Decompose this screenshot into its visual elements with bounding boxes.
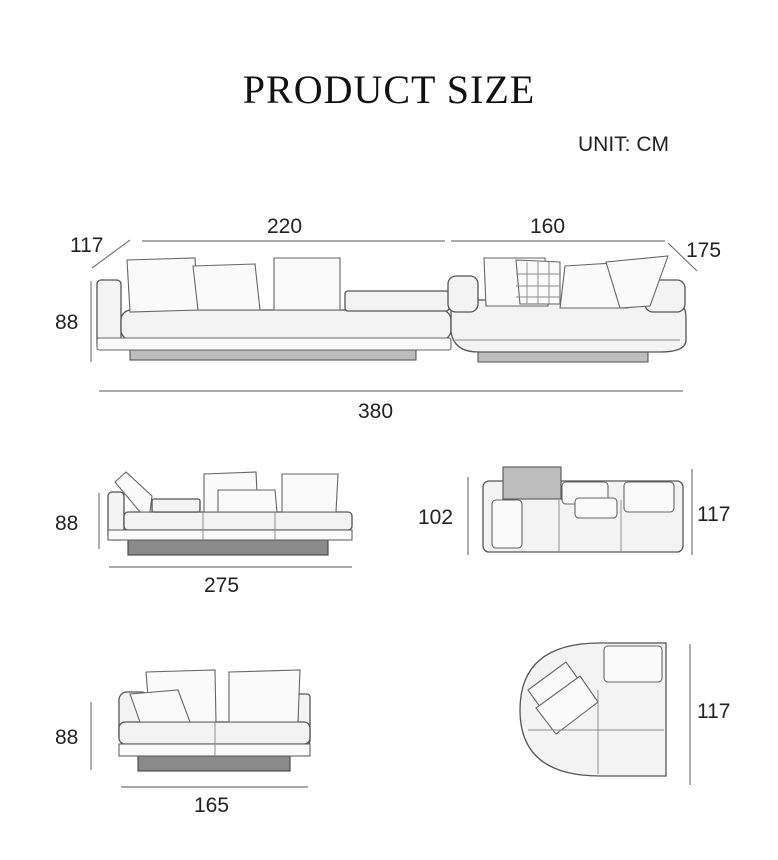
module-b-width-label: 165	[194, 794, 229, 817]
module-a-plan-depth-right-label: 117	[697, 503, 730, 526]
module-b-back-pillow	[228, 669, 301, 723]
chaise-left-arm	[447, 275, 479, 313]
module-b-plan-pillow	[603, 645, 663, 683]
module-a-recliner-back	[114, 471, 153, 513]
back-pillow	[126, 257, 199, 313]
depth-left-dimension-line	[91, 239, 131, 269]
module-a-throw-pillow	[217, 489, 278, 513]
throw-pillow	[192, 263, 261, 311]
side-tray	[344, 290, 450, 312]
module-a-base	[127, 539, 329, 556]
module-a-plan: 102 117	[418, 466, 730, 555]
module-b-throw-pillow	[129, 689, 191, 723]
module-a-plan-pillow	[623, 481, 675, 513]
module-a-elevation: 88 275	[55, 471, 353, 597]
module-a-height-label: 88	[55, 512, 78, 535]
module-b-base	[137, 755, 291, 772]
module-b-plan-depth-label: 117	[697, 700, 730, 723]
module-a-seat	[123, 511, 353, 531]
back-pillow	[273, 257, 341, 311]
unit-label: UNIT: CM	[578, 133, 669, 156]
module-a-plan-recliner	[491, 499, 523, 549]
depth-right-label: 175	[686, 239, 721, 262]
height-label: 88	[55, 311, 78, 334]
chaise-base	[477, 351, 649, 363]
module-b-elevation: 88 165	[55, 669, 311, 817]
module-a-plan-pillow	[574, 497, 618, 519]
module-a-plan-tray	[502, 466, 562, 500]
left-section-base	[129, 349, 417, 361]
module-b-plan: 117	[519, 642, 730, 785]
plaid-pattern	[516, 262, 560, 304]
module-b-frame	[118, 743, 311, 757]
width-right-label: 160	[530, 215, 565, 238]
page-title: PRODUCT SIZE	[242, 67, 536, 112]
module-a-frame	[107, 529, 353, 541]
front-view-sofa: 117 220 160 175 88 380	[55, 215, 721, 423]
module-b-seat	[118, 721, 311, 745]
left-frame	[96, 337, 452, 351]
width-left-label: 220	[267, 215, 302, 238]
module-a-tray	[151, 498, 201, 513]
total-width-label: 380	[358, 400, 393, 423]
back-pillow	[605, 255, 669, 309]
left-seat-cushion	[120, 309, 452, 341]
module-a-plan-depth-left-label: 102	[418, 506, 453, 529]
module-b-height-label: 88	[55, 726, 78, 749]
depth-right-dimension-line	[667, 242, 698, 272]
module-a-back-pillow	[281, 473, 339, 513]
module-a-width-label: 275	[204, 574, 239, 597]
depth-left-label: 117	[70, 234, 103, 257]
